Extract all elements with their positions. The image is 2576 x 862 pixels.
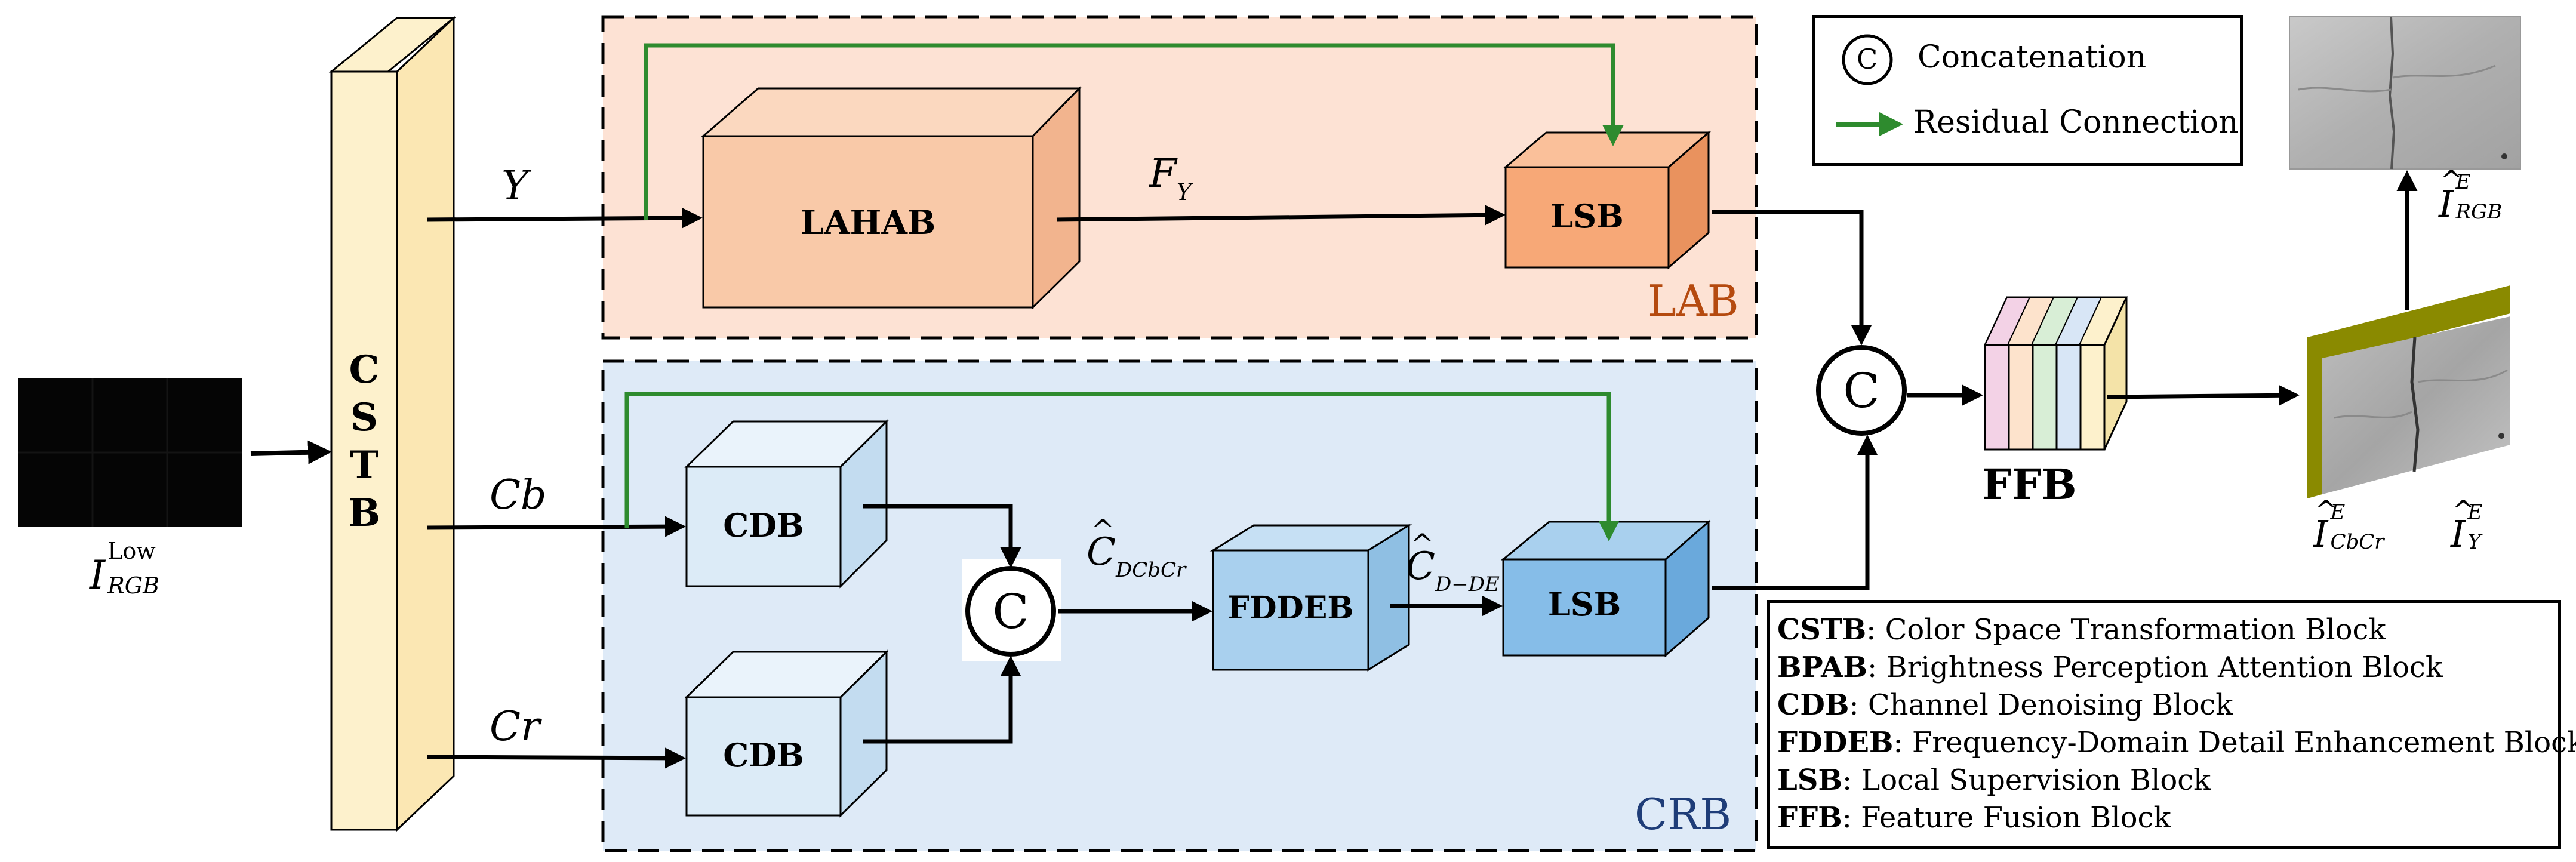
output-y-label: ^I E Y — [2451, 494, 2483, 556]
channel-cr-label: Cr — [490, 703, 540, 750]
arrow-y-to-lahab — [426, 207, 703, 229]
fddeb-label: FDDEB — [1227, 590, 1354, 626]
arrow-lsb-crb-to-concat — [1712, 435, 1878, 590]
cstb-letter: B — [347, 491, 381, 535]
cstb-label: C S T B — [331, 346, 397, 537]
channel-cb-label: Cb — [490, 472, 547, 519]
concat-symbol-crb: C — [992, 584, 1029, 639]
cdb-bottom-label: CDB — [723, 736, 804, 774]
arrow-ffb-to-output — [2107, 384, 2300, 406]
arrow-cdb-bottom-to-concat — [863, 655, 1021, 744]
feature-fy-label: FY — [1149, 150, 1192, 205]
legend-row: LSB: Local Supervision Block — [1777, 764, 2211, 797]
residual-crb — [624, 392, 1620, 541]
ffb-block — [1983, 296, 2128, 451]
output-rgb-label: ^I E RGB — [2439, 164, 2503, 226]
concat-circle-fusion — [1816, 345, 1907, 436]
concat-circle-crb — [965, 566, 1056, 657]
cdb-bottom-block — [684, 649, 889, 818]
key-concat-symbol: C — [1857, 43, 1878, 75]
cdb-top-block — [684, 419, 889, 589]
residual-lab — [644, 43, 1624, 220]
output-cbcr-label: ^I E CbCr — [2313, 494, 2384, 556]
key-concat-label: Concatenation — [1918, 39, 2147, 75]
lahab-label: LAHAB — [800, 203, 936, 242]
legend-row: CSTB: Color Space Transformation Block — [1777, 613, 2386, 646]
arrow-cb-to-cdb — [426, 516, 686, 537]
output-enhanced-image — [2289, 16, 2521, 170]
cstb-letter: S — [350, 395, 378, 440]
feature-concat-label: ^CDCbCr — [1087, 513, 1186, 582]
concat-symbol-fusion: C — [1843, 363, 1880, 418]
arrow-lahab-to-lsb — [1056, 204, 1506, 226]
cstb-letter: T — [350, 443, 378, 488]
lahab-block — [700, 86, 1082, 310]
output-split-channels — [2307, 285, 2510, 498]
arrow-lsb-lab-to-concat — [1712, 210, 1872, 346]
arrow-input-to-cstb — [250, 440, 332, 464]
abbreviation-legend: CSTB: Color Space Transformation Block B… — [1767, 600, 2576, 849]
input-label: I Low RGB — [90, 538, 159, 599]
arrow-cr-to-cdb — [426, 747, 686, 769]
key-residual-label: Residual Connection — [1913, 104, 2239, 140]
channel-y-label: Y — [501, 162, 528, 210]
cstb-letter: C — [349, 347, 380, 392]
lab-region-label: LAB — [1648, 276, 1739, 326]
lsb-lab-block — [1503, 130, 1712, 270]
lsb-lab-label: LSB — [1550, 197, 1624, 235]
feature-dde-label: ^CD−DE — [1406, 528, 1500, 596]
crb-region-label: CRB — [1635, 789, 1732, 839]
cdb-top-label: CDB — [723, 506, 804, 544]
legend-key — [1812, 15, 2243, 166]
lsb-crb-label: LSB — [1547, 585, 1621, 623]
legend-row: CDB: Channel Denoising Block — [1777, 688, 2233, 722]
legend-row: FDDEB: Frequency-Domain Detail Enhanceme… — [1777, 726, 2576, 759]
ffb-label: FFB — [1982, 460, 2077, 509]
input-low-light-image — [18, 378, 242, 527]
fddeb-block — [1209, 524, 1412, 672]
arrow-cdb-top-to-concat — [863, 504, 1021, 568]
legend-row: BPAB: Brightness Perception Attention Bl… — [1777, 651, 2443, 684]
legend-row: FFB: Feature Fusion Block — [1777, 801, 2171, 835]
